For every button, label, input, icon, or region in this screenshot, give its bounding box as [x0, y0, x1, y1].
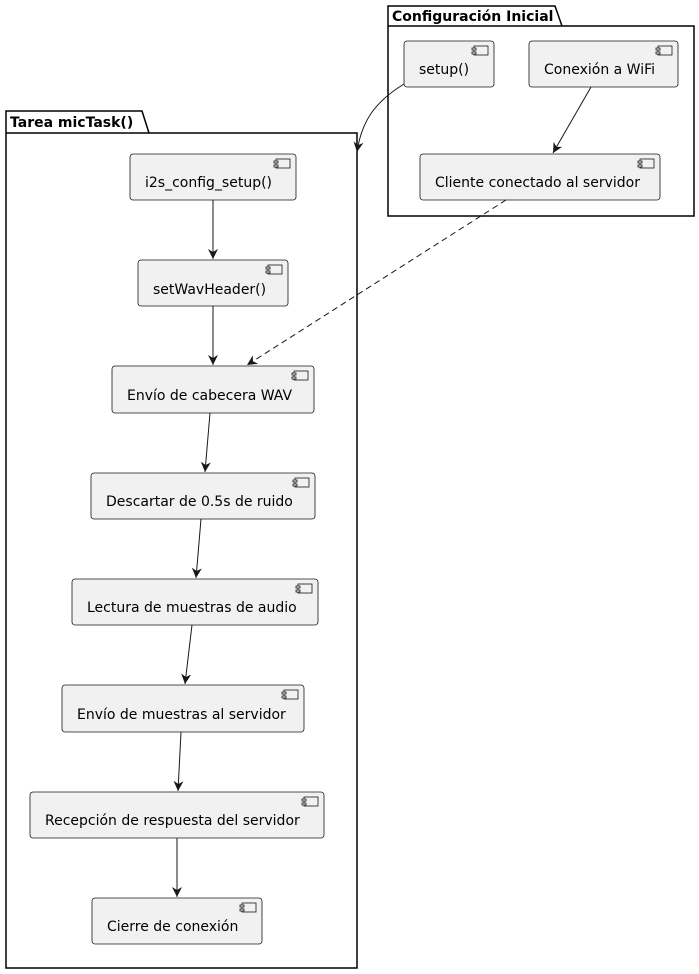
component-i2s-config-setup: i2s_config_setup(): [129, 153, 297, 201]
component-label-receive: Recepción de respuesta del servidor: [45, 813, 300, 829]
arrow-read-to-send-samples: [181, 624, 193, 685]
component-label-discard: Descartar de 0.5s de ruido: [106, 494, 293, 510]
component-icon: [471, 45, 489, 56]
component-icon: [295, 583, 313, 594]
component-icon: [239, 902, 257, 913]
component-icon: [273, 158, 291, 169]
component-label-send-header: Envío de cabecera WAV: [127, 388, 292, 404]
package-title-mictask: Tarea micTask(): [10, 115, 133, 131]
component-icon: [265, 264, 283, 275]
component-icon: [301, 796, 319, 807]
component-discard-noise: Descartar de 0.5s de ruido: [90, 472, 316, 520]
component-icon: [637, 158, 655, 169]
component-label-client: Cliente conectado al servidor: [435, 175, 640, 191]
component-label-read: Lectura de muestras de audio: [87, 600, 297, 616]
package-configuracion-inicial: Configuración Inicial: [387, 5, 695, 217]
component-label-wifi: Conexión a WiFi: [544, 62, 655, 78]
component-icon: [281, 689, 299, 700]
component-label-i2s: i2s_config_setup(): [145, 175, 272, 191]
component-label-wavheader: setWavHeader(): [153, 282, 266, 298]
component-label-send-samples: Envío de muestras al servidor: [77, 707, 286, 723]
component-read-samples: Lectura de muestras de audio: [71, 578, 319, 626]
package-title-config: Configuración Inicial: [392, 9, 553, 25]
package-tarea-mictask: Tarea micTask(): [5, 110, 358, 969]
arrow-client-to-send-header: [246, 199, 507, 366]
arrow-wifi-to-client: [552, 86, 592, 154]
component-send-header: Envío de cabecera WAV: [111, 365, 315, 414]
component-icon: [291, 370, 309, 381]
arrow-discard-to-read: [191, 518, 202, 579]
component-send-samples: Envío de muestras al servidor: [61, 684, 305, 733]
arrow-setup-to-mictask: [353, 83, 405, 153]
component-setwavheader: setWavHeader(): [137, 259, 289, 307]
component-label-setup: setup(): [419, 62, 469, 78]
arrow-send-samples-to-receive: [173, 731, 184, 792]
component-receive-response: Recepción de respuesta del servidor: [29, 791, 325, 839]
component-client: Cliente conectado al servidor: [419, 153, 661, 201]
component-label-close: Cierre de conexión: [107, 919, 238, 935]
component-setup: setup(): [403, 40, 495, 88]
component-close-connection: Cierre de conexión: [91, 897, 263, 945]
component-icon: [655, 45, 673, 56]
component-icon: [292, 477, 310, 488]
component-wifi: Conexión a WiFi: [528, 40, 679, 88]
arrow-send-header-to-discard: [200, 412, 211, 473]
